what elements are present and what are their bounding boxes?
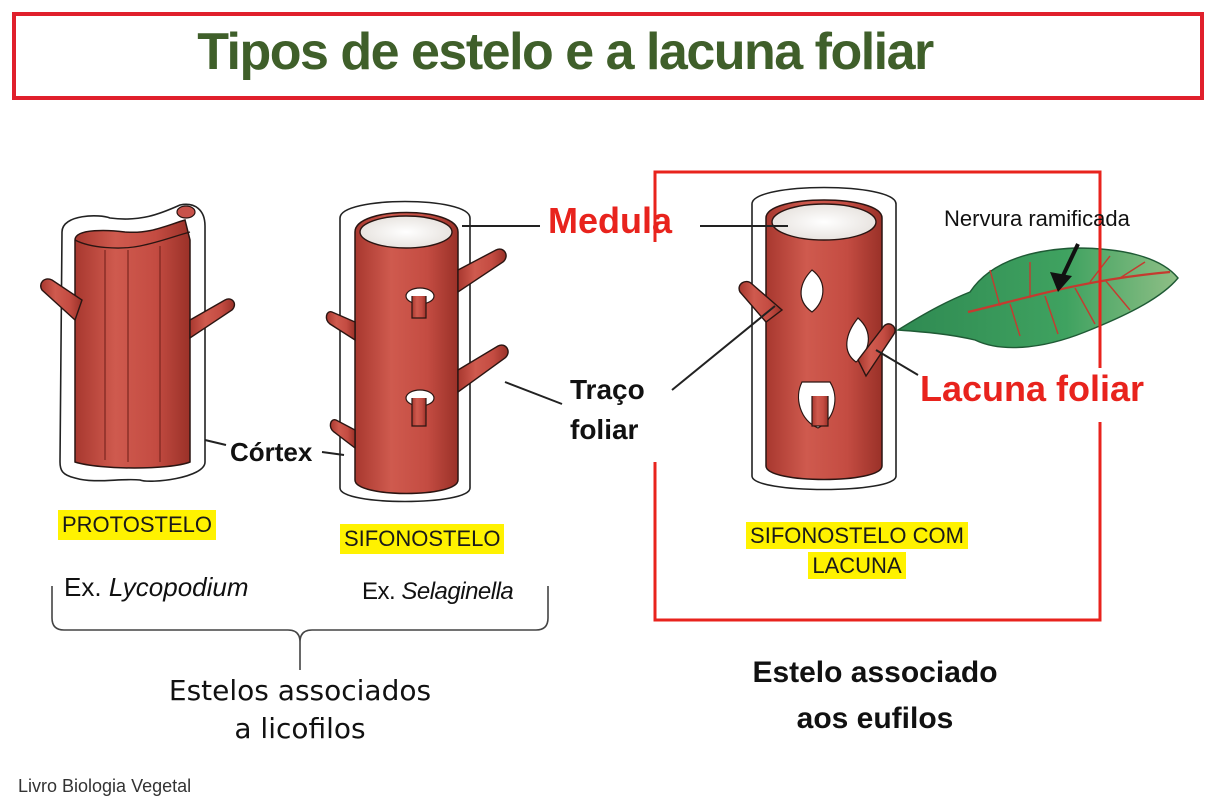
- caption-eufilos-line1: Estelo associado: [752, 656, 998, 689]
- caption-eufilos-line2: aos eufilos: [796, 702, 954, 735]
- siphonostele-lacuna-illustration: [738, 186, 897, 491]
- leaf-illustration: [895, 247, 1179, 349]
- caption-licofilos-line1: Estelos associados: [168, 674, 432, 707]
- label-nervura-ramificada: Nervura ramificada: [944, 206, 1130, 231]
- stele-name-protostelo: PROTOSTELO: [58, 510, 216, 540]
- label-traco-foliar: Traço foliar: [570, 370, 670, 450]
- lacuna-pointer: [875, 349, 919, 376]
- stele-name-sifonostelo: SIFONOSTELO: [340, 524, 505, 554]
- label-cortex: Córtex: [230, 437, 313, 467]
- caption-licofilos-line2: a licofilos: [234, 712, 366, 745]
- cortex-pointer-right: [321, 451, 345, 456]
- label-lacuna-foliar: Lacuna foliar: [920, 368, 1145, 409]
- example-selaginella: Ex. Selaginella: [362, 578, 514, 606]
- example-lycopodium: Ex. Lycopodium: [64, 572, 249, 603]
- example-prefix: Ex.: [64, 572, 102, 602]
- traco-line1: Traço: [570, 374, 645, 405]
- siphonostele-illustration: [325, 200, 509, 503]
- title-frame: [12, 12, 1204, 100]
- caption-licofilos: Estelos associados a licofilos: [150, 672, 450, 748]
- traco-pointer-left: [504, 381, 563, 405]
- example-genus: Selaginella: [401, 578, 514, 605]
- eufilo-frame-bottom: [653, 422, 1102, 622]
- eufilo-frame-top: [653, 170, 1102, 368]
- example-prefix: Ex.: [362, 578, 396, 605]
- traco-line2: foliar: [570, 414, 639, 445]
- sifonostelo-lacuna-line2: LACUNA: [808, 552, 906, 579]
- example-genus: Lycopodium: [108, 572, 249, 602]
- sifonostelo-lacuna-line1: SIFONOSTELO COM: [746, 522, 968, 549]
- source-citation: Livro Biologia Vegetal: [18, 776, 192, 796]
- nervura-arrowhead: [1050, 272, 1072, 292]
- stele-name-sifonostelo-lacuna: SIFONOSTELO COM LACUNA: [728, 522, 986, 580]
- caption-eufilos: Estelo associado aos eufilos: [720, 650, 1030, 742]
- cortex-pointer-left: [204, 439, 227, 446]
- page-title: Tipos de estelo e a lacuna foliar: [197, 23, 934, 81]
- traco-pointer-right: [671, 305, 776, 391]
- protostele-illustration: [40, 203, 236, 482]
- label-medula: Medula: [548, 200, 673, 241]
- licofilo-brace: [51, 586, 549, 670]
